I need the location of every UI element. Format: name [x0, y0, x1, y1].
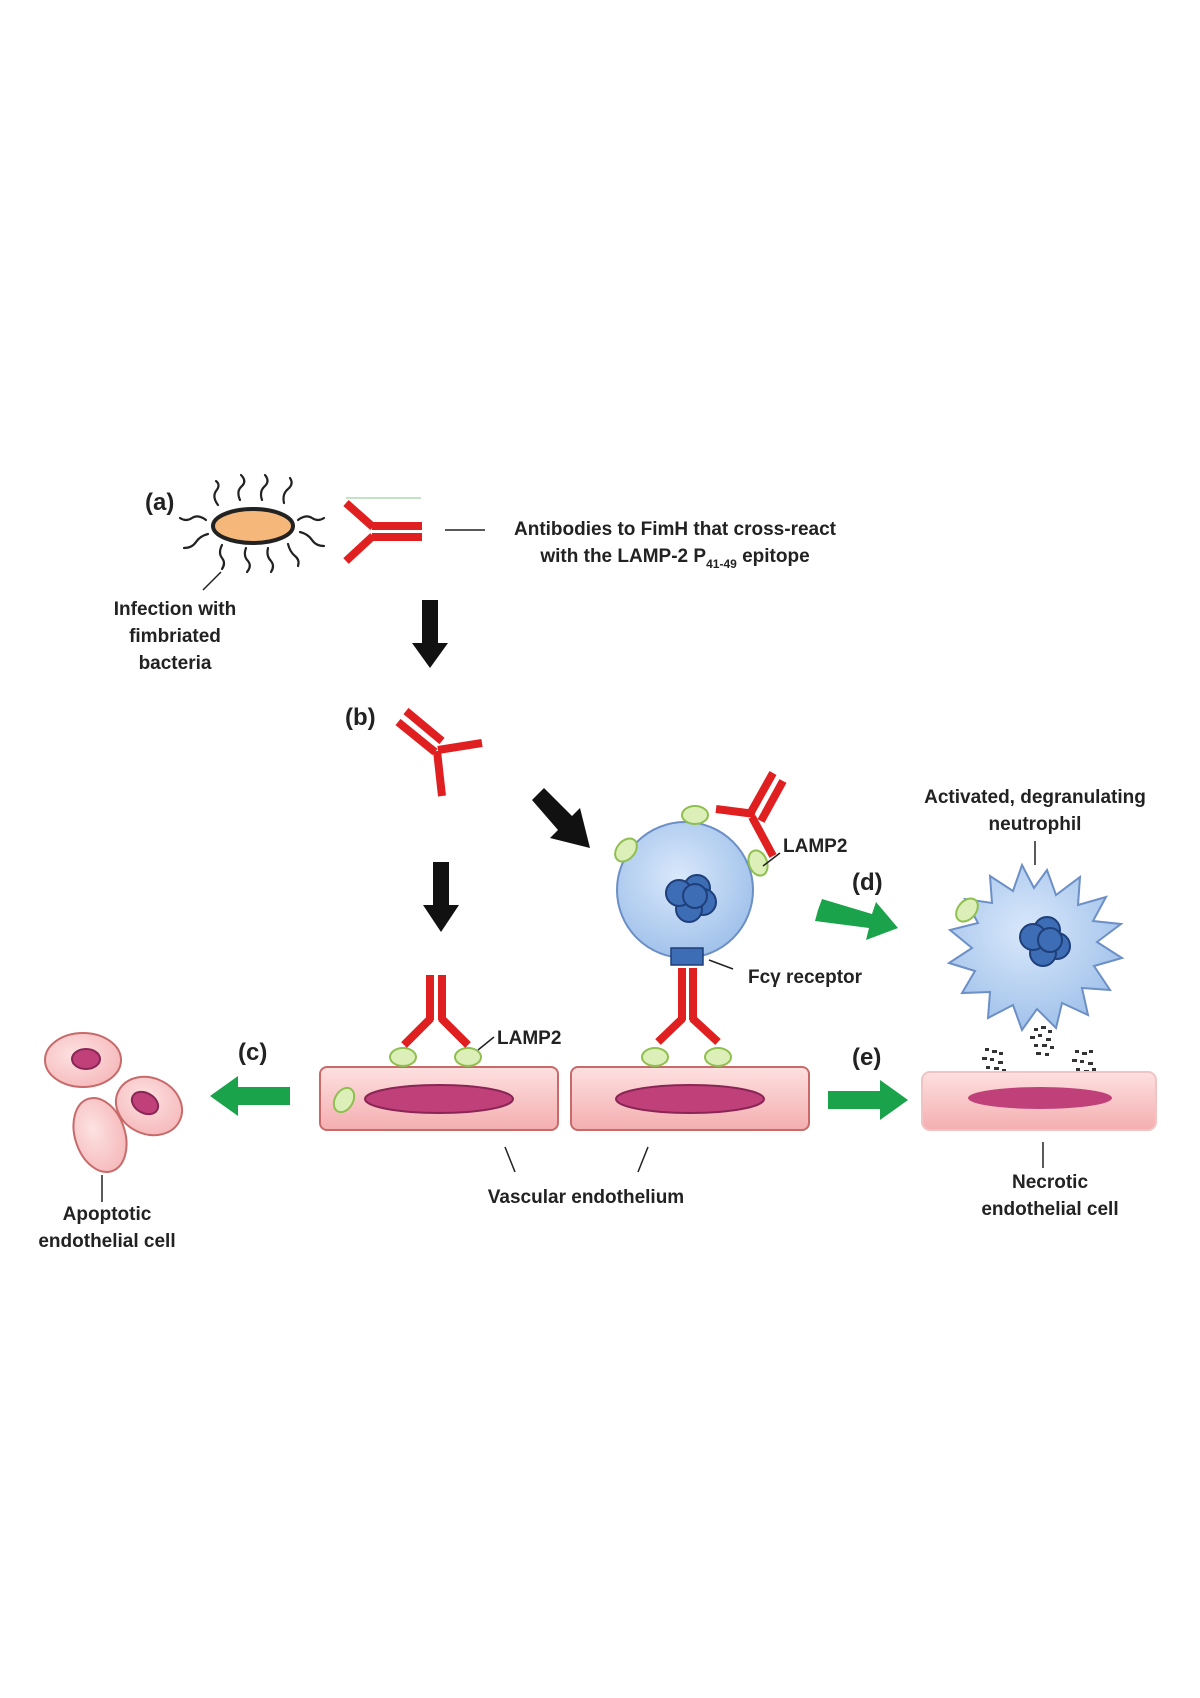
arrow-right-icon [828, 1080, 908, 1120]
step-label-a: (a) [145, 489, 174, 516]
apoptotic-label-line2: endothelial cell [38, 1231, 175, 1252]
infection-label-line2: fimbriated [129, 626, 221, 647]
arrow-down-icon [412, 600, 448, 668]
lamp2-leader-line [762, 852, 781, 867]
granule-cluster-icon [665, 874, 717, 923]
fc-receptor-label: Fcγ receptor [748, 967, 863, 988]
antibody-icon [715, 771, 787, 858]
vascular-leader-line [504, 1146, 516, 1173]
step-label-e: (e) [852, 1044, 881, 1071]
antibody-icon [655, 968, 721, 1045]
arrow-diagonal-icon [532, 788, 590, 848]
step-label-d: (d) [852, 869, 883, 896]
vascular-label: Vascular endothelium [488, 1187, 684, 1208]
arrow-right-icon [815, 899, 898, 940]
vascular-leader-line [637, 1146, 649, 1173]
step-label-c: (c) [238, 1039, 267, 1066]
step-label-b: (b) [345, 704, 376, 731]
lamp2-icon [704, 1047, 732, 1067]
endothelial-cell-right [570, 1066, 810, 1131]
activated-label-line1: Activated, degranulating [924, 787, 1146, 808]
antibody-icon [343, 500, 422, 564]
necrotic-endothelial-cell [921, 1071, 1157, 1131]
activated-label-line2: neutrophil [989, 814, 1082, 835]
antibody-icon [401, 975, 471, 1048]
infection-label-line3: bacteria [139, 653, 212, 674]
infection-leader-line [202, 571, 222, 591]
lamp2-icon [454, 1047, 482, 1067]
apoptotic-label-line1: Apoptotic [63, 1204, 152, 1225]
necrotic-label-line1: Necrotic [1012, 1172, 1088, 1193]
neutrophil-cell [609, 805, 772, 966]
fc-leader-line [708, 959, 734, 970]
infection-label-line1: Infection with [114, 599, 236, 620]
arrow-down-icon [423, 862, 459, 932]
antibody-icon [395, 707, 483, 797]
endothelial-cell-left [319, 1066, 559, 1131]
granule-cluster-icon [1019, 916, 1071, 967]
arrow-left-icon [210, 1076, 290, 1116]
antibodies-label-line1: Antibodies to FimH that cross-react [514, 519, 837, 540]
lamp2-icon [389, 1047, 417, 1067]
lamp2-leader-line [477, 1036, 495, 1051]
lamp2-label-neutrophil: LAMP2 [783, 836, 847, 857]
activated-neutrophil-cell [946, 862, 1125, 1033]
lamp2-label-endothelium: LAMP2 [497, 1028, 561, 1049]
antibodies-label-line2: with the LAMP-2 P41-49 epitope [539, 546, 809, 571]
bacterium-icon [178, 473, 326, 574]
necrotic-label-line2: endothelial cell [981, 1199, 1118, 1220]
lamp2-icon [641, 1047, 669, 1067]
fc-receptor-icon [670, 947, 704, 966]
apoptotic-cells [44, 1032, 184, 1173]
